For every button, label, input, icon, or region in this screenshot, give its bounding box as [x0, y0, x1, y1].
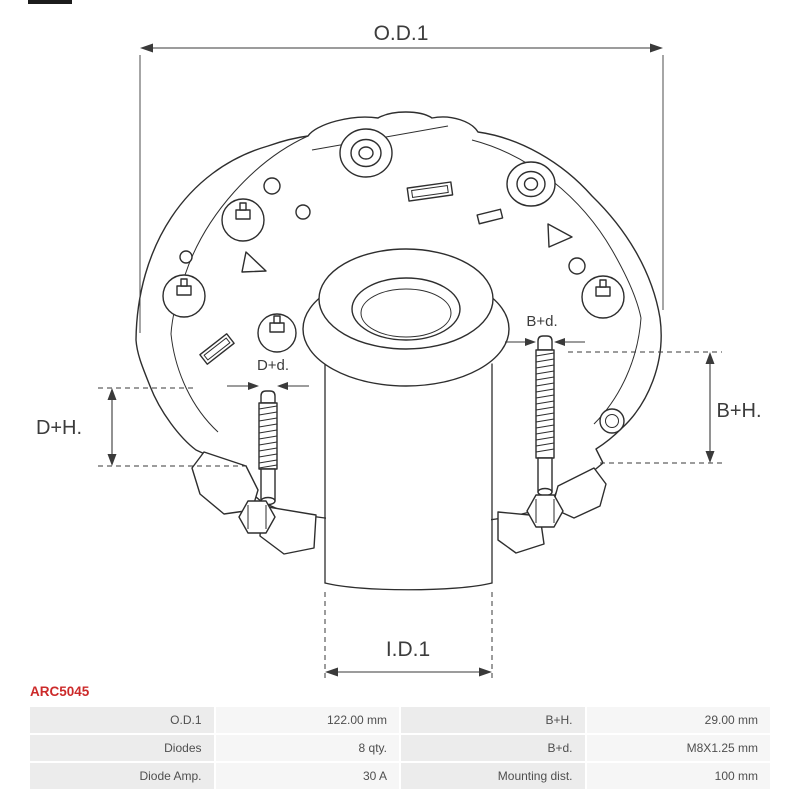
spec-value-cell: 29.00 mm — [586, 707, 770, 733]
cropped-header-artifact — [28, 0, 72, 4]
spec-value-cell: 100 mm — [586, 763, 770, 789]
spec-label-cell: Diode Amp. — [30, 763, 214, 789]
spec-row: Diode Amp. 30 A Mounting dist. 100 mm — [30, 763, 770, 789]
spec-table: O.D.1 122.00 mm B+H. 29.00 mm Diodes 8 q… — [30, 707, 770, 789]
spec-label-cell: Diodes — [30, 735, 214, 761]
spec-row: O.D.1 122.00 mm B+H. 29.00 mm — [30, 707, 770, 733]
terminal-slots — [199, 181, 573, 365]
spec-label-cell: Mounting dist. — [401, 763, 585, 789]
label-dplus-h: D+H. — [36, 417, 82, 439]
hex-nut-right — [526, 494, 564, 528]
dimension-dplus-d: D+d. — [227, 357, 309, 390]
label-id1: I.D.1 — [386, 638, 430, 661]
center-bore-collar — [302, 248, 510, 387]
spec-value-cell: 8 qty. — [215, 735, 399, 761]
rectifier-body — [135, 111, 662, 591]
mount-hole-top-left — [339, 128, 393, 178]
label-bplus-h: B+H. — [716, 400, 761, 422]
left-mount-ear — [191, 451, 259, 515]
label-od1: O.D.1 — [374, 22, 429, 45]
spec-value-cell: 122.00 mm — [215, 707, 399, 733]
spec-value-cell: 30 A — [215, 763, 399, 789]
dimension-od1: O.D.1 — [139, 22, 664, 333]
mount-hole-top-right — [506, 161, 556, 207]
stud-b-terminal — [535, 335, 555, 497]
dimension-dplus-h: D+H. — [36, 387, 250, 467]
part-number: ARC5045 — [30, 684, 90, 699]
dimension-bplus-h: B+H. — [568, 351, 762, 464]
spec-row: Diodes 8 qty. B+d. M8X1.25 mm — [30, 735, 770, 761]
label-bplus-d: B+d. — [526, 313, 557, 330]
spec-label-cell: O.D.1 — [30, 707, 214, 733]
diode-holes — [162, 198, 625, 353]
spec-label-cell: B+H. — [401, 707, 585, 733]
label-dplus-d: D+d. — [257, 357, 289, 374]
dimension-bplus-d: B+d. — [505, 313, 585, 346]
stud-d-terminal — [258, 390, 278, 506]
hex-nut-left — [238, 500, 276, 534]
spec-label-cell: B+d. — [401, 735, 585, 761]
center-tube — [324, 363, 493, 591]
technical-drawing: O.D.1 D+H. B+H. B+d. — [28, 0, 762, 678]
spec-value-cell: M8X1.25 mm — [586, 735, 770, 761]
dimension-id1: I.D.1 — [324, 592, 493, 678]
small-holes — [179, 177, 625, 434]
